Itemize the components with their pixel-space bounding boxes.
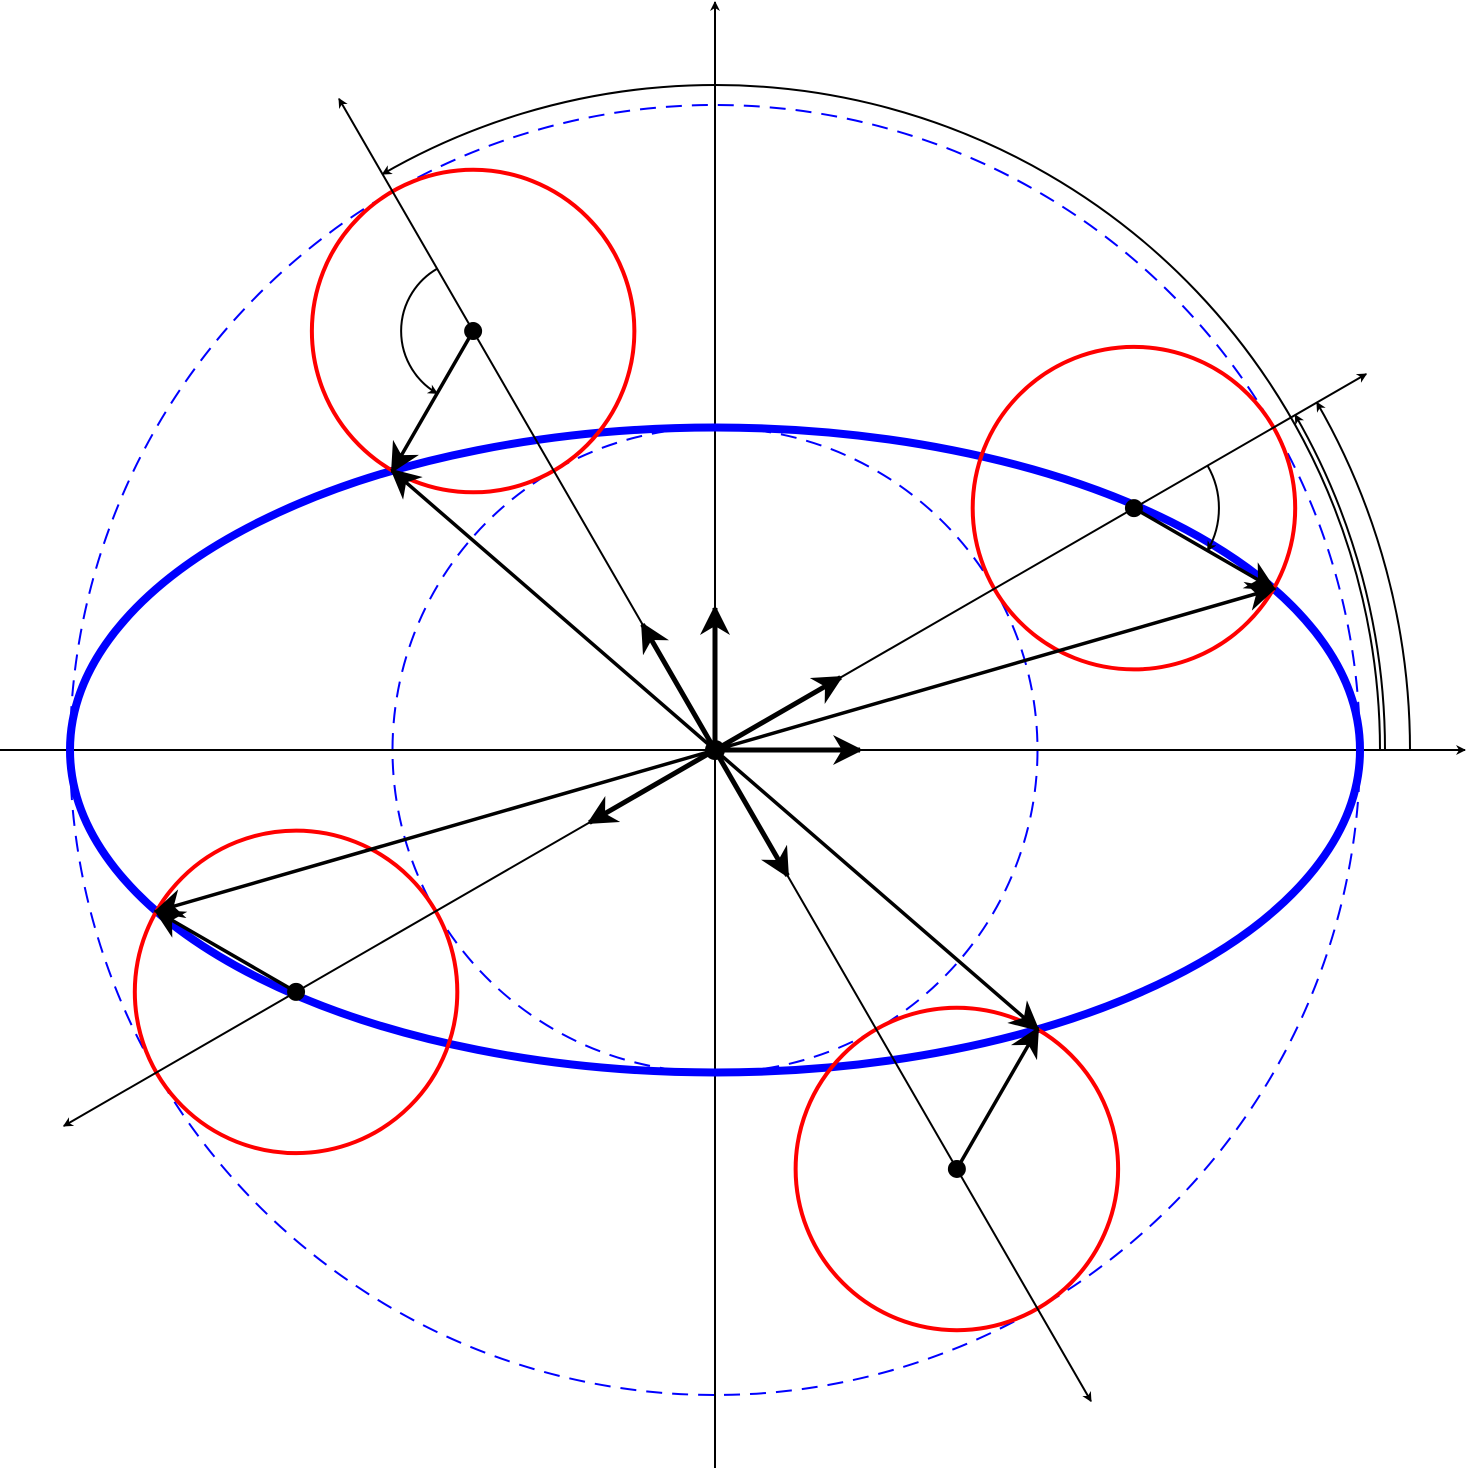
ellipse-point-vector (714, 581, 1277, 752)
radial-unit-vector (713, 675, 844, 753)
origin-dot (705, 740, 725, 760)
angle-arc-30-outer (1316, 401, 1411, 751)
ellipse-point-vector (153, 748, 716, 919)
epicycle-angle-arc (400, 267, 438, 395)
epicycle-circle (309, 167, 637, 495)
radial-unit-vector (712, 748, 790, 879)
angle-arc-120 (381, 84, 1381, 751)
epicycle-arm (955, 1026, 1040, 1170)
epicycle-circle (132, 828, 460, 1156)
epicycle-center-dot (947, 1159, 966, 1178)
angle-arc-30-inner (1294, 414, 1386, 751)
ellipse-curve (66, 423, 1364, 1077)
epicycle-center-dot (464, 322, 483, 341)
epicycle-angle-arc (1206, 465, 1220, 552)
epicycle-arm (390, 330, 475, 474)
epicycle-arm (1133, 506, 1277, 591)
ellipse-point-vector (390, 468, 717, 752)
epicycle-arm (153, 909, 297, 994)
radial-unit-vector (586, 747, 717, 825)
radial-unit-vector (640, 621, 718, 752)
epicycle-center-dot (1124, 499, 1143, 518)
epicycle-center-dot (287, 982, 306, 1001)
ellipse-point-vector (713, 748, 1040, 1032)
epicycle-circle (793, 1005, 1121, 1333)
epicycle-circle (970, 344, 1298, 672)
